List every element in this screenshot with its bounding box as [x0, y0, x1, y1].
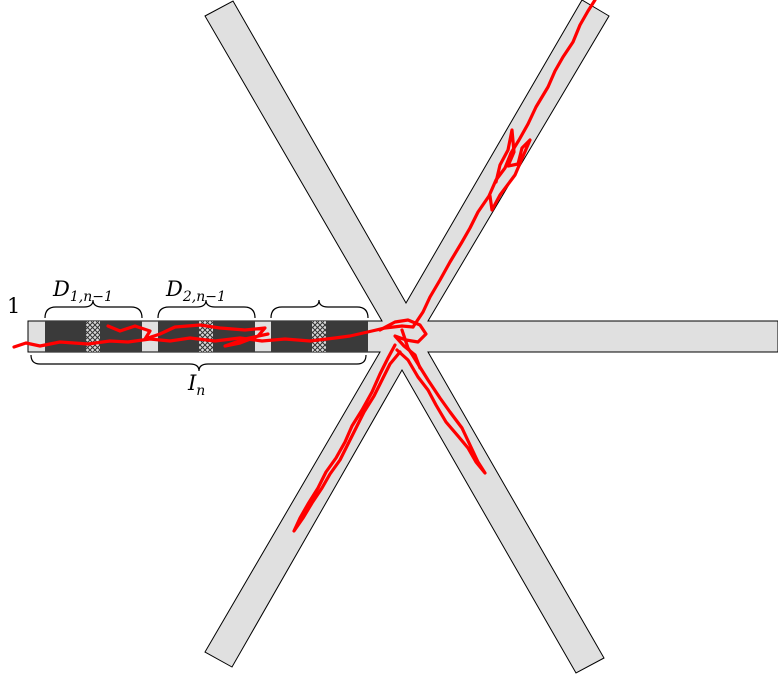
label-interval-symbol: I	[188, 371, 197, 395]
brace-d2	[157, 299, 256, 319]
label-interval: In	[188, 371, 205, 399]
defect-2	[199, 321, 213, 352]
label-d2-symbol: D	[166, 277, 183, 301]
label-d1: D1,n−1	[53, 277, 113, 305]
label-d1-subscript: 1,n−1	[69, 289, 113, 305]
label-d2: D2,n−1	[166, 277, 226, 305]
random-walk	[12, 0, 597, 533]
label-start: 1	[7, 294, 21, 318]
walk-left-arm-loop	[106, 323, 270, 348]
brace-interval	[30, 354, 367, 372]
walk-junction-tangle	[378, 318, 428, 370]
brace-d3	[270, 299, 369, 319]
defect-3	[312, 321, 326, 352]
brace-d1	[44, 299, 143, 319]
defect-1	[86, 321, 100, 352]
walk-left-arm	[12, 324, 415, 349]
walk-upper-right-arm	[411, 0, 597, 329]
label-interval-subscript: n	[196, 383, 206, 399]
walk-lower-left-arm	[292, 343, 402, 533]
walk-upper-right-loop	[488, 128, 532, 212]
label-d1-symbol: D	[53, 277, 70, 301]
label-d2-subscript: 2,n−1	[182, 289, 226, 305]
walk-lower-right-arm	[395, 328, 487, 475]
